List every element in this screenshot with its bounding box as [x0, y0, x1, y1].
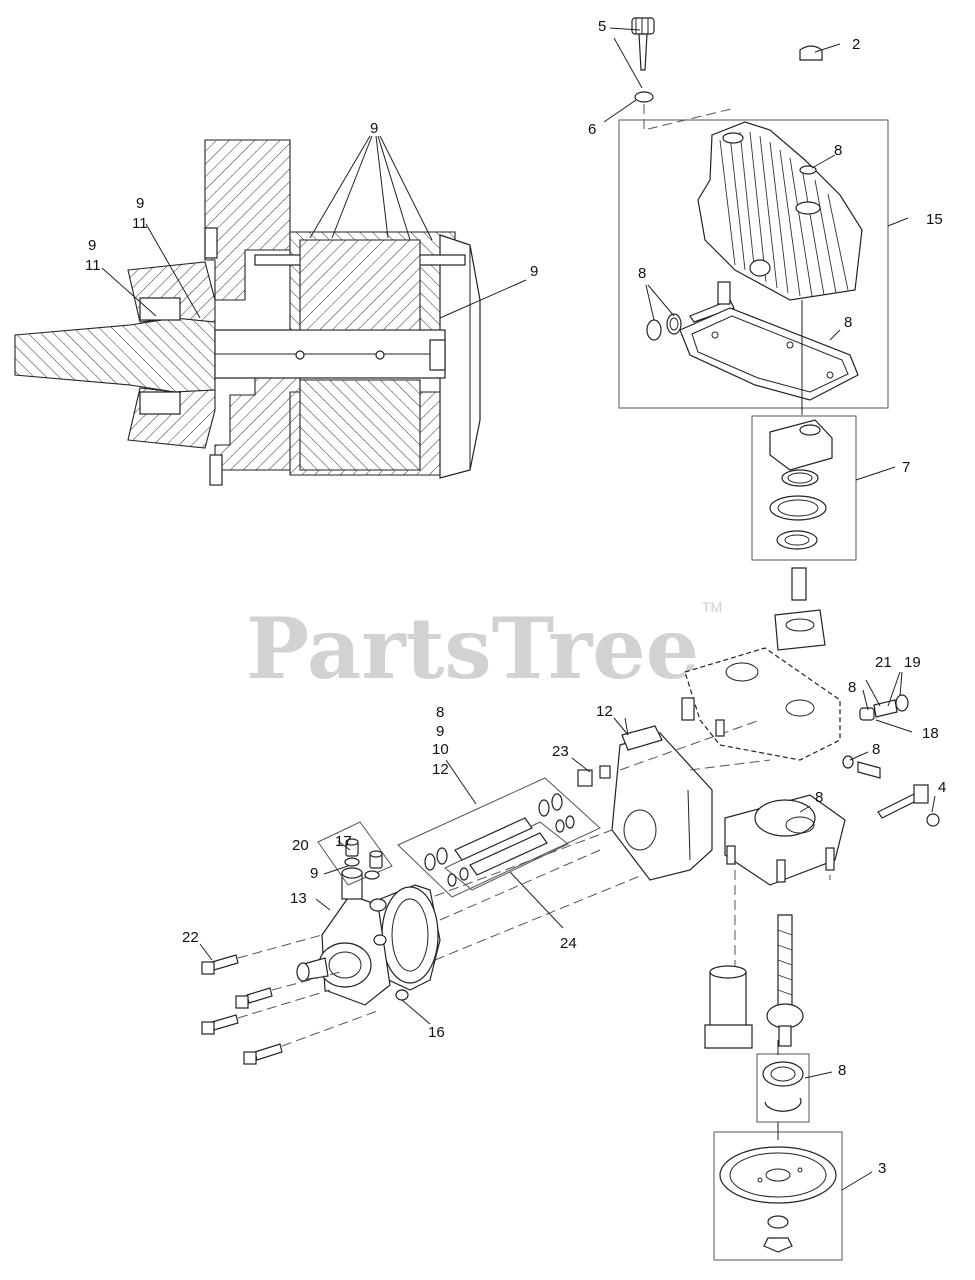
cover-orings: [646, 281, 735, 341]
valve-kit-box: [317, 821, 393, 886]
leader-lines: [101, 27, 936, 1191]
transaxle-cross-section: [14, 139, 481, 486]
thrust-washer-top: [781, 469, 819, 487]
cover-gasket: [679, 307, 859, 401]
callout-22: 22: [182, 929, 199, 946]
callout-15: 15: [926, 211, 943, 228]
pump-shaft: [766, 914, 804, 1047]
center-section: [681, 647, 841, 761]
callout-13: 13: [290, 890, 307, 907]
callout-8-cap: 8: [834, 142, 842, 159]
callout-2: 2: [852, 36, 860, 53]
watermark-trademark: TM: [702, 599, 722, 615]
cylinder-block: [774, 567, 826, 651]
callout-23: 23: [552, 743, 569, 760]
oil-fill-cap: [631, 17, 655, 71]
callout-10-kit: 10: [432, 741, 449, 758]
callout-8-bearing: 8: [838, 1062, 846, 1079]
callout-18: 18: [922, 725, 939, 742]
callout-labels: 5 2 6 8 15 8 8 7 9 9 9 11 9 11 21 19 8 1…: [85, 18, 946, 1177]
callout-19: 19: [904, 654, 921, 671]
bolt-dash-lines: [237, 719, 771, 1047]
watermark-text: PartsTree: [246, 599, 699, 698]
callout-11-left-a: 11: [132, 215, 148, 232]
pulley: [719, 1146, 837, 1204]
oil-filter: [704, 965, 753, 1049]
motor-assembly: [296, 867, 441, 1006]
callout-8-block: 8: [848, 679, 856, 696]
callout-21: 21: [875, 654, 892, 671]
cap-dashed-line: [643, 104, 736, 131]
callout-16: 16: [428, 1024, 445, 1041]
callout-6: 6: [588, 121, 596, 138]
callout-9-kit: 9: [436, 723, 444, 740]
transmission-housing: [577, 725, 713, 881]
swash-block: [769, 419, 833, 471]
callout-9-top: 9: [370, 120, 378, 137]
callout-9-left-b: 9: [88, 237, 96, 254]
charge-relief-valve: [859, 694, 909, 721]
cover-assembly-box: [618, 119, 889, 409]
callout-9-valve: 9: [310, 865, 318, 882]
callout-17: 17: [335, 833, 352, 850]
check-valve-parts: [424, 793, 575, 887]
callout-12-kit: 12: [432, 761, 449, 778]
callout-7: 7: [902, 459, 910, 476]
bearing-box: [756, 1053, 810, 1123]
bypass-valve: [842, 755, 940, 827]
pulley-nut: [763, 1237, 793, 1253]
thrust-washer-bottom: [776, 530, 818, 550]
cap-oring: [634, 91, 654, 103]
check-valve-kit-box: [397, 777, 601, 898]
callout-9-left-a: 9: [136, 195, 144, 212]
housing-bolts: [201, 954, 283, 1065]
callout-9-right: 9: [530, 263, 538, 280]
callout-5: 5: [598, 18, 606, 35]
callout-8-valve: 8: [815, 789, 823, 806]
cap-plug: [799, 45, 823, 61]
pulley-washer: [767, 1215, 789, 1229]
housing-cover: [697, 121, 863, 301]
callout-8-kit: 8: [436, 704, 444, 721]
callout-12: 12: [596, 703, 613, 720]
bearing-group-box: [751, 415, 857, 561]
watermark: PartsTree TM: [246, 599, 722, 698]
callout-4: 4: [938, 779, 946, 796]
shaft-bearing: [762, 1061, 804, 1087]
callout-24: 24: [560, 935, 577, 952]
callout-3: 3: [878, 1160, 886, 1177]
callout-20: 20: [292, 837, 309, 854]
callout-11-left-b: 11: [85, 257, 101, 274]
center-bolts: [715, 719, 835, 883]
snap-ring: [764, 1097, 802, 1112]
callout-8-seal: 8: [872, 741, 880, 758]
valve-kit-parts: [344, 838, 383, 880]
callout-8-orings: 8: [638, 265, 646, 282]
callout-8-gasket: 8: [844, 314, 852, 331]
